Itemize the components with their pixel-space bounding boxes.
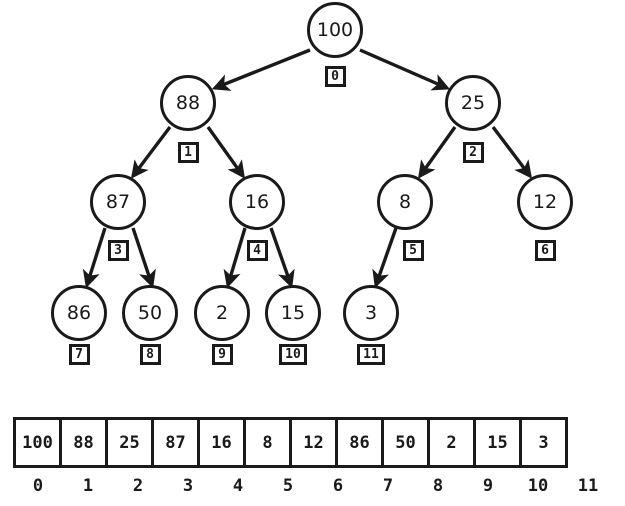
array-cell-6[interactable]: 12: [289, 417, 338, 468]
tree-edge-2-to-6: [491, 125, 533, 179]
tree-edge-1-to-4: [206, 126, 245, 179]
array-cell-1[interactable]: 88: [59, 417, 108, 468]
array-index-label-7: 7: [382, 476, 394, 496]
tree-edge-0-to-2: [359, 48, 451, 91]
tree-node-5[interactable]: 8: [377, 174, 433, 230]
array-cell-0[interactable]: 100: [13, 417, 62, 468]
tree-node-index-0: 0: [324, 65, 346, 87]
array-cell-7[interactable]: 86: [335, 417, 384, 468]
array-index-labels: 0 1 2 3 4 5 6 7 8 9 10 11: [13, 472, 613, 500]
tree-edge-4-to-9: [223, 227, 247, 289]
tree-node-index-8: 8: [139, 343, 161, 365]
tree-edge-1-to-3: [130, 125, 172, 179]
tree-node-6[interactable]: 12: [517, 174, 573, 230]
tree-node-index-5: 5: [402, 239, 424, 261]
tree-node-7[interactable]: 86: [51, 285, 107, 341]
tree-edge-0-to-1: [211, 48, 311, 91]
tree-node-index-10: 10: [279, 343, 307, 365]
array-cell-2[interactable]: 25: [105, 417, 154, 468]
array-index-label-5: 5: [282, 476, 294, 496]
array-cell-11[interactable]: 3: [519, 417, 568, 468]
tree-edge-2-to-5: [418, 126, 457, 179]
array-index-label-9: 9: [482, 476, 494, 496]
tree-node-index-7: 7: [68, 343, 90, 365]
array-cell-10[interactable]: 15: [473, 417, 522, 468]
tree-node-9[interactable]: 2: [194, 285, 250, 341]
tree-node-1[interactable]: 88: [160, 75, 216, 131]
array-index-label-11: 11: [577, 476, 599, 496]
array-index-label-4: 4: [232, 476, 244, 496]
tree-edge-3-to-7: [82, 227, 107, 289]
array-index-label-1: 1: [82, 476, 94, 496]
tree-node-index-1: 1: [177, 141, 199, 163]
array-cell-3[interactable]: 87: [151, 417, 200, 468]
array-index-label-2: 2: [132, 476, 144, 496]
tree-node-index-4: 4: [246, 239, 268, 261]
tree-node-index-2: 2: [462, 141, 484, 163]
array-index-label-0: 0: [32, 476, 44, 496]
tree-node-0[interactable]: 100: [307, 2, 363, 58]
tree-node-index-9: 9: [211, 343, 233, 365]
tree-edge-5-to-11: [372, 227, 398, 289]
tree-edge-4-to-10: [269, 227, 295, 289]
tree-node-index-6: 6: [534, 239, 556, 261]
array-index-label-10: 10: [527, 476, 549, 496]
array-cell-4[interactable]: 16: [197, 417, 246, 468]
array-cell-8[interactable]: 50: [381, 417, 430, 468]
tree-edge-3-to-8: [131, 227, 156, 289]
array-cell-5[interactable]: 8: [243, 417, 292, 468]
array-index-label-3: 3: [182, 476, 194, 496]
tree-node-2[interactable]: 25: [445, 75, 501, 131]
array-index-label-8: 8: [432, 476, 444, 496]
array-index-label-6: 6: [332, 476, 344, 496]
tree-node-3[interactable]: 87: [90, 174, 146, 230]
array-cell-9[interactable]: 2: [427, 417, 476, 468]
tree-node-index-11: 11: [357, 343, 385, 365]
tree-node-8[interactable]: 50: [122, 285, 178, 341]
tree-node-11[interactable]: 3: [343, 285, 399, 341]
tree-node-4[interactable]: 16: [229, 174, 285, 230]
tree-node-10[interactable]: 15: [265, 285, 321, 341]
tree-node-index-3: 3: [107, 239, 129, 261]
